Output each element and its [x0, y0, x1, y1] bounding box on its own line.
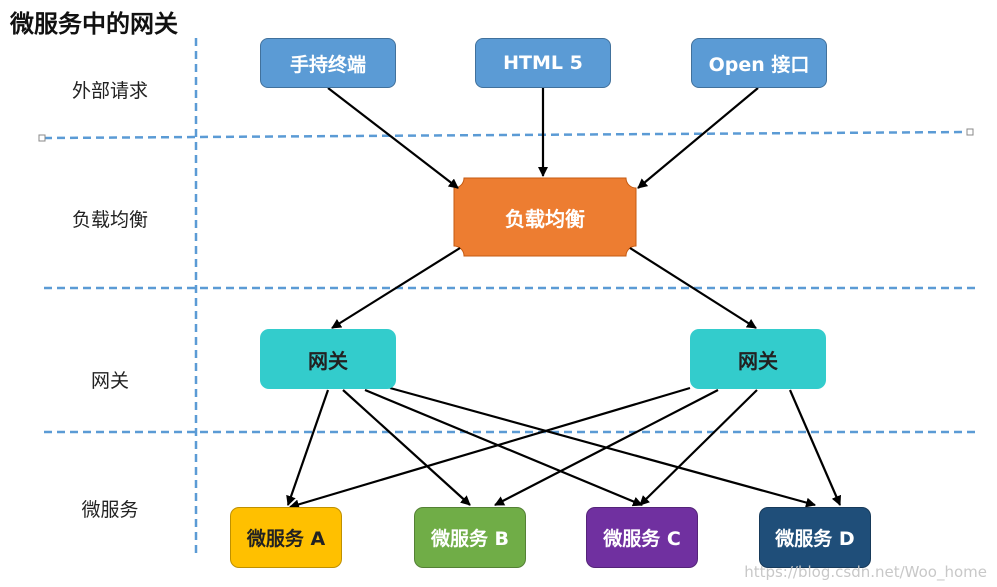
- arrow-gwr-a: [289, 386, 691, 510]
- node-service-a[interactable]: 微服务 A: [230, 507, 342, 568]
- arrow-open-lb: [637, 87, 759, 189]
- divider-handle-right: [966, 128, 974, 136]
- node-html5[interactable]: HTML 5: [475, 38, 611, 88]
- layer-label-gateway: 网关: [90, 370, 129, 392]
- node-service-d[interactable]: 微服务 D: [759, 507, 871, 568]
- layer-label-external: 外部请求: [71, 80, 148, 102]
- node-gateway-left[interactable]: 网关: [260, 329, 396, 389]
- arrow-gwr-d: [788, 389, 842, 506]
- arrow-lb-gw-right: [629, 247, 757, 329]
- arrow-lb-gw-left: [331, 247, 461, 329]
- arrow-gwl-a: [286, 389, 330, 506]
- node-mobile[interactable]: 手持终端: [260, 38, 396, 88]
- arrow-gwr-c: [639, 389, 758, 506]
- node-service-c[interactable]: 微服务 C: [586, 507, 698, 568]
- arrow-gwr-b: [494, 389, 719, 506]
- divider-handle-left: [38, 134, 46, 142]
- layer-label-lb: 负载均衡: [71, 209, 148, 231]
- arrow-mobile-lb: [327, 87, 459, 189]
- node-service-b[interactable]: 微服务 B: [414, 507, 526, 568]
- node-gateway-right[interactable]: 网关: [690, 329, 826, 389]
- arrow-gwl-c: [364, 388, 643, 507]
- watermark: https://blog.csdn.net/Woo_home: [744, 563, 987, 581]
- arrow-gwl-b: [342, 389, 471, 506]
- layer-label-services: 微服务: [81, 499, 139, 521]
- layer-divider-1: [43, 130, 971, 140]
- diagram-title: 微服务中的网关: [10, 9, 178, 38]
- node-open-api[interactable]: Open 接口: [691, 38, 827, 88]
- node-load-balancer[interactable]: 负载均衡: [505, 206, 585, 231]
- arrow-gwl-d: [389, 386, 816, 508]
